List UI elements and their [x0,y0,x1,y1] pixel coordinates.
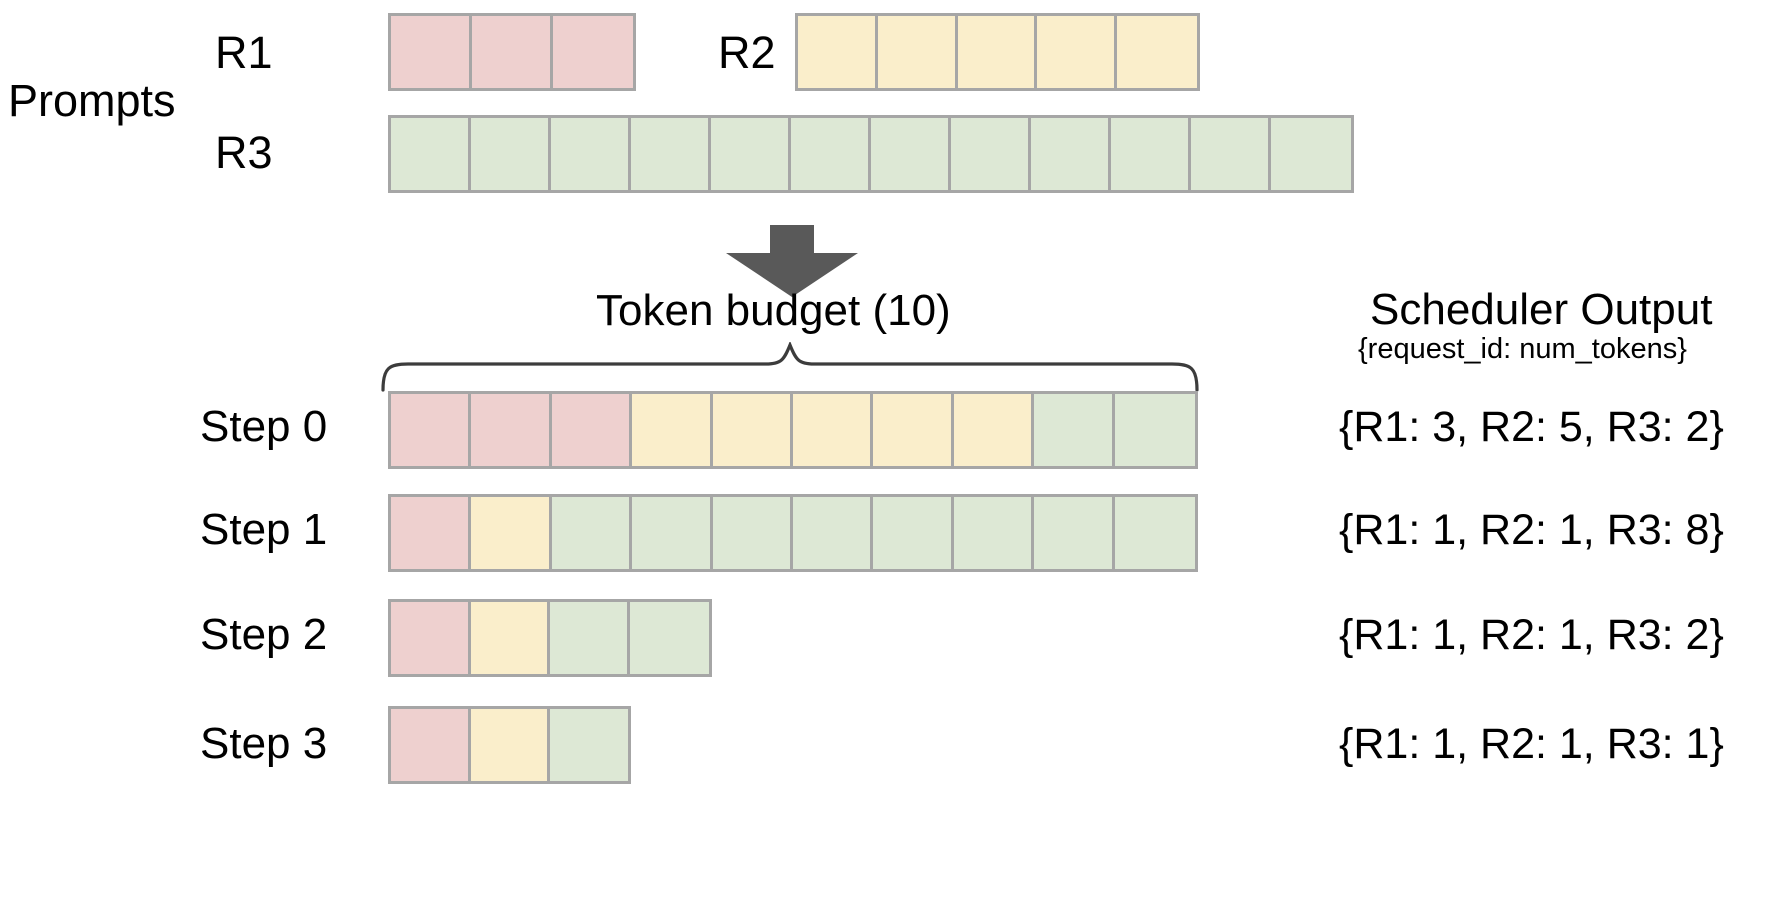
token-cell-r2 [471,497,552,569]
token-cell [551,118,631,190]
token-cell [471,118,551,190]
token-cell-r3 [1114,394,1196,466]
token-cell-r1 [551,394,633,466]
request-label-r2: R2 [718,27,776,78]
prompts-section-label: Prompts [8,75,176,126]
token-cell [472,16,553,88]
token-cell [798,16,878,88]
token-cell [711,118,791,190]
token-budget-label: Token budget (10) [596,286,951,335]
token-cell-r3 [629,602,709,674]
step-row-3 [388,706,631,784]
token-cell [1117,16,1198,88]
token-cell-r3 [953,497,1035,569]
down-arrow-icon [722,225,862,297]
token-cell-r3 [632,497,713,569]
token-cell-r3 [550,709,628,781]
token-cell-r1 [391,497,472,569]
token-cell-r3 [793,497,874,569]
token-cell-r3 [551,497,633,569]
request-label-r3: R3 [215,127,273,178]
scheduler-output-row-2: {R1: 1, R2: 1, R3: 2} [1339,611,1724,659]
token-cell [877,16,958,88]
token-cell-r2 [712,394,794,466]
token-cell [1031,118,1111,190]
token-cell-r2 [632,394,713,466]
token-cell-r3 [550,602,630,674]
step-label-3: Step 3 [200,719,328,768]
step-label-0: Step 0 [200,402,328,451]
token-cell-r2 [953,394,1035,466]
step-row-2 [388,599,712,677]
token-cell [1037,16,1118,88]
token-cell-r3 [712,497,794,569]
token-cell-r1 [391,709,471,781]
prompt-row-r3 [388,115,1354,193]
token-cell-r3 [873,497,954,569]
step-row-0 [388,391,1198,469]
token-cell-r3 [1034,394,1115,466]
token-cell-r3 [1034,497,1115,569]
token-cell-r1 [471,394,552,466]
token-cell [631,118,711,190]
step-row-1 [388,494,1198,572]
scheduler-output-subtitle: {request_id: num_tokens} [1358,333,1687,365]
prompt-row-r1 [388,13,636,91]
token-cell [391,16,472,88]
token-cell [1191,118,1271,190]
prompt-row-r2 [795,13,1200,91]
token-cell [553,16,633,88]
token-cell [951,118,1031,190]
step-label-2: Step 2 [200,610,328,659]
token-cell-r2 [793,394,874,466]
token-cell [957,16,1038,88]
token-cell-r2 [470,709,551,781]
scheduler-output-row-0: {R1: 3, R2: 5, R3: 2} [1339,403,1724,451]
token-cell-r2 [470,602,551,674]
token-cell [791,118,871,190]
step-label-1: Step 1 [200,505,328,554]
token-cell [1111,118,1191,190]
token-cell [1271,118,1351,190]
scheduler-output-title: Scheduler Output [1370,285,1713,334]
token-cell-r2 [873,394,954,466]
token-cell [871,118,951,190]
scheduler-output-row-1: {R1: 1, R2: 1, R3: 8} [1339,506,1724,554]
curly-brace-icon [380,340,1200,392]
token-cell-r1 [391,394,472,466]
request-label-r1: R1 [215,27,273,78]
token-cell-r3 [1114,497,1196,569]
token-cell-r1 [391,602,471,674]
token-cell [391,118,471,190]
scheduler-output-row-3: {R1: 1, R2: 1, R3: 1} [1339,720,1724,768]
